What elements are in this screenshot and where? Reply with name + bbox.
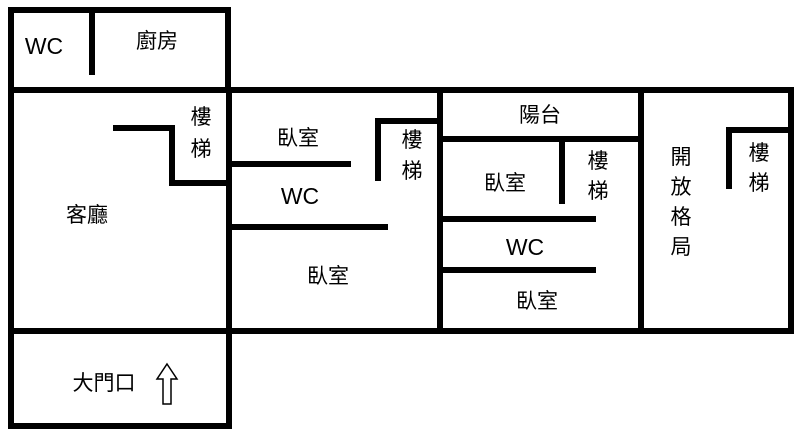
room-label-main-door: 大門口 bbox=[73, 371, 136, 395]
wall-stair-living bbox=[113, 125, 229, 186]
room-label-living-room: 客廳 bbox=[66, 203, 108, 227]
wall-entrance bbox=[8, 328, 232, 429]
room-label-wc-middle: WC bbox=[281, 183, 319, 209]
room-label-open-plan-3: 格 bbox=[671, 205, 692, 229]
room-labels: WC 廚房 客廳 樓 梯 臥室 WC 臥室 樓 梯 陽台 臥室 樓 梯 WC 臥… bbox=[25, 29, 770, 395]
arrow-up-outline-icon bbox=[155, 362, 179, 405]
room-label-wc-top-left: WC bbox=[25, 33, 63, 59]
stair-label-living-2: 梯 bbox=[191, 137, 212, 161]
room-label-bedroom-1: 臥室 bbox=[277, 126, 319, 150]
room-label-balcony: 陽台 bbox=[519, 103, 561, 127]
room-label-kitchen: 廚房 bbox=[136, 29, 178, 53]
room-label-open-plan-1: 開 bbox=[671, 145, 692, 169]
walls bbox=[8, 7, 794, 429]
stair-label-living-1: 樓 bbox=[191, 105, 212, 129]
room-label-open-plan-4: 局 bbox=[671, 235, 692, 259]
stair-label-far-right-1: 樓 bbox=[749, 141, 770, 165]
room-label-bedroom-2: 臥室 bbox=[307, 264, 349, 288]
stair-label-right-mid-1: 樓 bbox=[588, 149, 609, 173]
wall-stair-far-right bbox=[726, 127, 794, 189]
wall-main-outline bbox=[8, 87, 794, 334]
stair-label-middle-1: 樓 bbox=[402, 128, 423, 152]
room-label-open-plan-2: 放 bbox=[671, 175, 692, 199]
stair-label-middle-2: 梯 bbox=[402, 159, 423, 183]
room-label-bedroom-4: 臥室 bbox=[516, 289, 558, 313]
stair-label-far-right-2: 梯 bbox=[749, 171, 770, 195]
room-label-bedroom-3: 臥室 bbox=[484, 171, 526, 195]
wall-stair-middle bbox=[375, 118, 443, 181]
stair-label-right-mid-2: 梯 bbox=[588, 179, 609, 203]
room-label-wc-right: WC bbox=[506, 234, 544, 260]
